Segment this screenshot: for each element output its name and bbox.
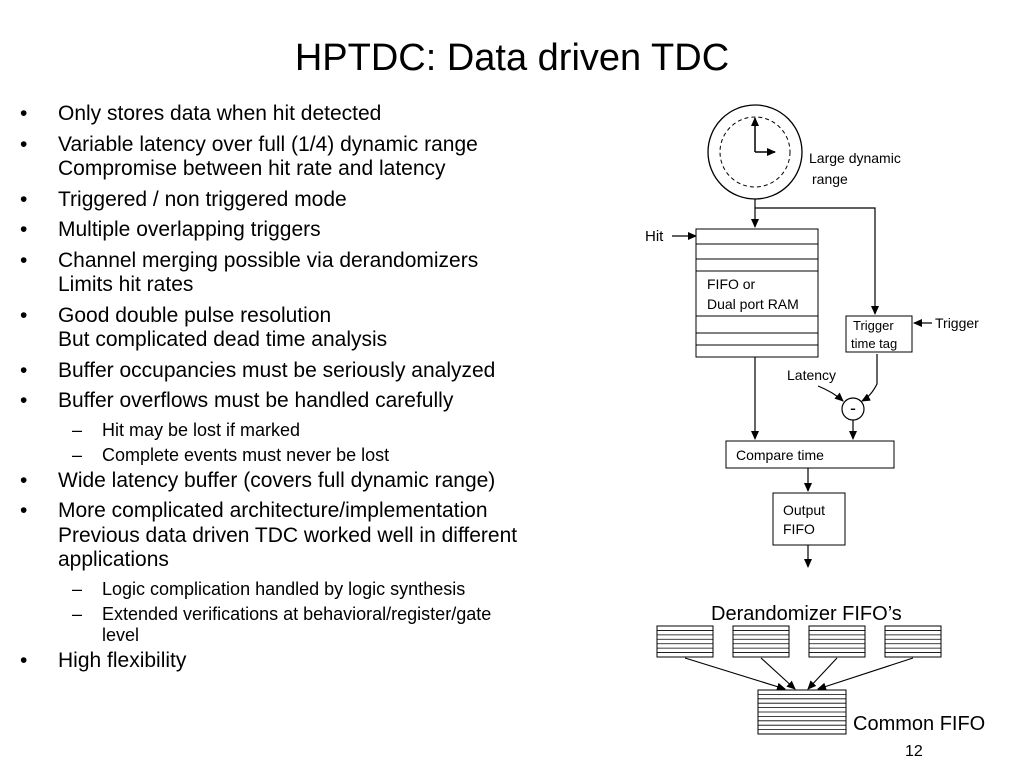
bullet-marker: • — [20, 468, 28, 492]
large-dynamic-range-label-1: Large dynamic — [809, 150, 901, 166]
compare-time-label: Compare time — [736, 447, 824, 463]
bullet-marker: • — [20, 218, 28, 241]
bullet-text: Compromise between hit rate and latency — [58, 157, 446, 180]
derandomizer-fifos-label: Derandomizer FIFO’s — [711, 603, 902, 625]
sub-bullet-text: Complete events must never be lost — [102, 444, 390, 465]
bullet-marker: • — [20, 358, 28, 382]
bullet-item: • Only stores data when hit detected — [20, 102, 640, 127]
bullet-text: Triggered / non triggered mode — [58, 187, 347, 211]
sub-bullet-marker: – — [72, 444, 83, 465]
hit-label: Hit — [645, 228, 664, 245]
sub-bullet-marker: – — [72, 419, 83, 440]
derandomizer-fifo — [808, 625, 866, 658]
derandomizer-fifo — [656, 625, 714, 658]
bullet-marker: • — [20, 132, 28, 156]
derandomizer-fifo — [732, 625, 790, 658]
bullet-item: • More complicated architecture/implement… — [20, 499, 640, 573]
bullet-item: • Buffer occupancies must be seriously an… — [20, 359, 640, 384]
bullet-text: Good double pulse resolution — [58, 303, 332, 327]
common-fifo-label: Common FIFO — [853, 713, 985, 735]
derandomizer-to-common-arrow — [817, 657, 914, 691]
bullet-item: • Multiple overlapping triggers — [20, 218, 640, 243]
bullet-marker: • — [20, 248, 28, 272]
sub-bullet-text: Hit may be lost if marked — [102, 419, 301, 440]
fifo-label-2: Dual port RAM — [707, 296, 799, 312]
bullet-item: • Triggered / non triggered mode — [20, 188, 640, 213]
sub-bullet-marker: – — [72, 603, 83, 624]
trigger-tag-to-subtractor-arrow — [861, 354, 878, 402]
bullet-text: Limits hit rates — [58, 273, 194, 296]
trigger-time-tag-block — [845, 315, 913, 353]
trigger-time-tag-label-2: time tag — [851, 336, 897, 351]
fifo-dual-port-ram-block — [695, 228, 819, 358]
bullet-item: • Channel merging possible via derandomiz… — [20, 249, 640, 298]
bullet-text: Variable latency over full (1/4) dynamic… — [58, 132, 478, 156]
bullet-text: Multiple overlapping triggers — [58, 218, 321, 241]
slide-title: HPTDC: Data driven TDC — [294, 37, 730, 79]
bullet-marker: • — [20, 102, 28, 125]
bullet-text: Channel merging possible via derandomize… — [58, 248, 479, 272]
sub-bullet-text: Extended verifications at behavioral/reg… — [102, 603, 492, 624]
bullet-text: More complicated architecture/implementa… — [58, 499, 488, 522]
bullet-marker: • — [20, 389, 28, 412]
bullet-text: Wide latency buffer (covers full dynamic… — [58, 468, 496, 492]
bullet-item: • Wide latency buffer (covers full dynami… — [20, 469, 640, 494]
sub-bullet-item: –Extended verifications at behavioral/re… — [20, 604, 640, 646]
sub-bullet-item: –Hit may be lost if marked — [20, 420, 640, 441]
bullet-text: Buffer occupancies must be seriously ana… — [58, 358, 496, 382]
bullet-text: Buffer overflows must be handled careful… — [58, 389, 454, 412]
subtractor-sign: - — [850, 398, 856, 418]
sub-bullet-marker: – — [72, 578, 83, 599]
sub-bullet-item: –Logic complication handled by logic syn… — [20, 579, 640, 600]
bullet-item: • Buffer overflows must be handled carefu… — [20, 389, 640, 414]
sub-bullet-item: –Complete events must never be lost — [20, 445, 640, 466]
common-fifo-block — [757, 689, 847, 735]
output-fifo-label-1: Output — [783, 502, 825, 518]
clock-to-trigger-tag-arrow — [755, 207, 879, 315]
trigger-time-tag-label-1: Trigger — [853, 318, 894, 333]
sub-bullet-text: level — [102, 624, 140, 645]
bullet-marker: • — [20, 648, 28, 672]
page-number: 12 — [905, 743, 923, 760]
trigger-label: Trigger — [935, 315, 979, 331]
derandomizer-fifo-group — [656, 625, 942, 691]
compare-time-block — [725, 440, 895, 469]
bullet-item: • Variable latency over full (1/4) dynami… — [20, 133, 640, 182]
bullet-text: Only stores data when hit detected — [58, 102, 382, 125]
bullet-list: • Only stores data when hit detected • Vari… — [20, 102, 640, 679]
bullet-text: High flexibility — [58, 648, 187, 672]
bullet-marker: • — [20, 499, 28, 522]
bullet-marker: • — [20, 303, 28, 327]
derandomizer-to-common-arrow — [760, 657, 796, 690]
latency-arrow — [817, 385, 844, 402]
derandomizer-to-common-arrow — [807, 657, 838, 690]
clock-icon — [707, 104, 803, 200]
sub-bullet-text: Logic complication handled by logic synt… — [102, 578, 466, 599]
output-fifo-label-2: FIFO — [783, 521, 815, 537]
bullet-item: • High flexibility — [20, 649, 640, 674]
latency-label: Latency — [787, 367, 836, 383]
bullet-text: But complicated dead time analysis — [58, 328, 388, 351]
bullet-text: Previous data driven TDC worked well in … — [58, 523, 518, 547]
large-dynamic-range-label-2: range — [812, 171, 848, 187]
fifo-label-1: FIFO or — [707, 276, 756, 292]
derandomizer-fifo — [884, 625, 942, 658]
bullet-marker: • — [20, 187, 28, 211]
output-fifo-block — [772, 492, 846, 546]
bullet-text: applications — [58, 548, 169, 571]
derandomizer-to-common-arrow — [684, 657, 786, 691]
